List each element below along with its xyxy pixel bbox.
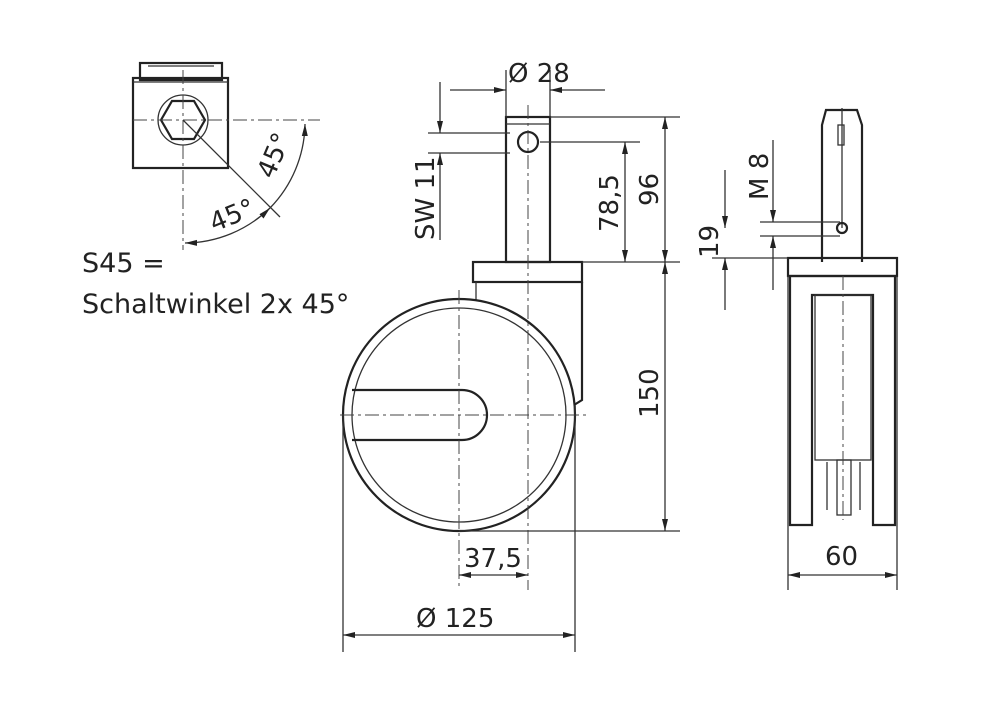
top-view: 45° 45° S45 = Schaltwinkel 2x 45° (82, 61, 349, 320)
dim-wrench-size: SW 11 (411, 156, 441, 240)
dim-stem-diameter: Ø 28 (508, 59, 570, 89)
angle-label-1: 45° (205, 193, 259, 238)
dim-pin-height: 78,5 (595, 174, 625, 232)
legend-description: Schaltwinkel 2x 45° (82, 289, 349, 320)
dim-thread: M 8 (745, 153, 775, 200)
legend-code: S45 = (82, 248, 165, 279)
dim-stem-height: 96 (635, 173, 665, 206)
angle-label-2: 45° (252, 129, 298, 183)
dim-thread-height: 19 (695, 225, 725, 258)
dim-wheel-diameter: Ø 125 (416, 604, 494, 634)
dim-offset: 37,5 (464, 544, 522, 574)
side-view: Ø 28 SW 11 78,5 96 150 37,5 Ø 125 (340, 59, 680, 652)
dim-total-height: 150 (635, 368, 665, 418)
dim-width: 60 (825, 542, 858, 572)
front-view: M 8 19 60 (695, 108, 899, 590)
